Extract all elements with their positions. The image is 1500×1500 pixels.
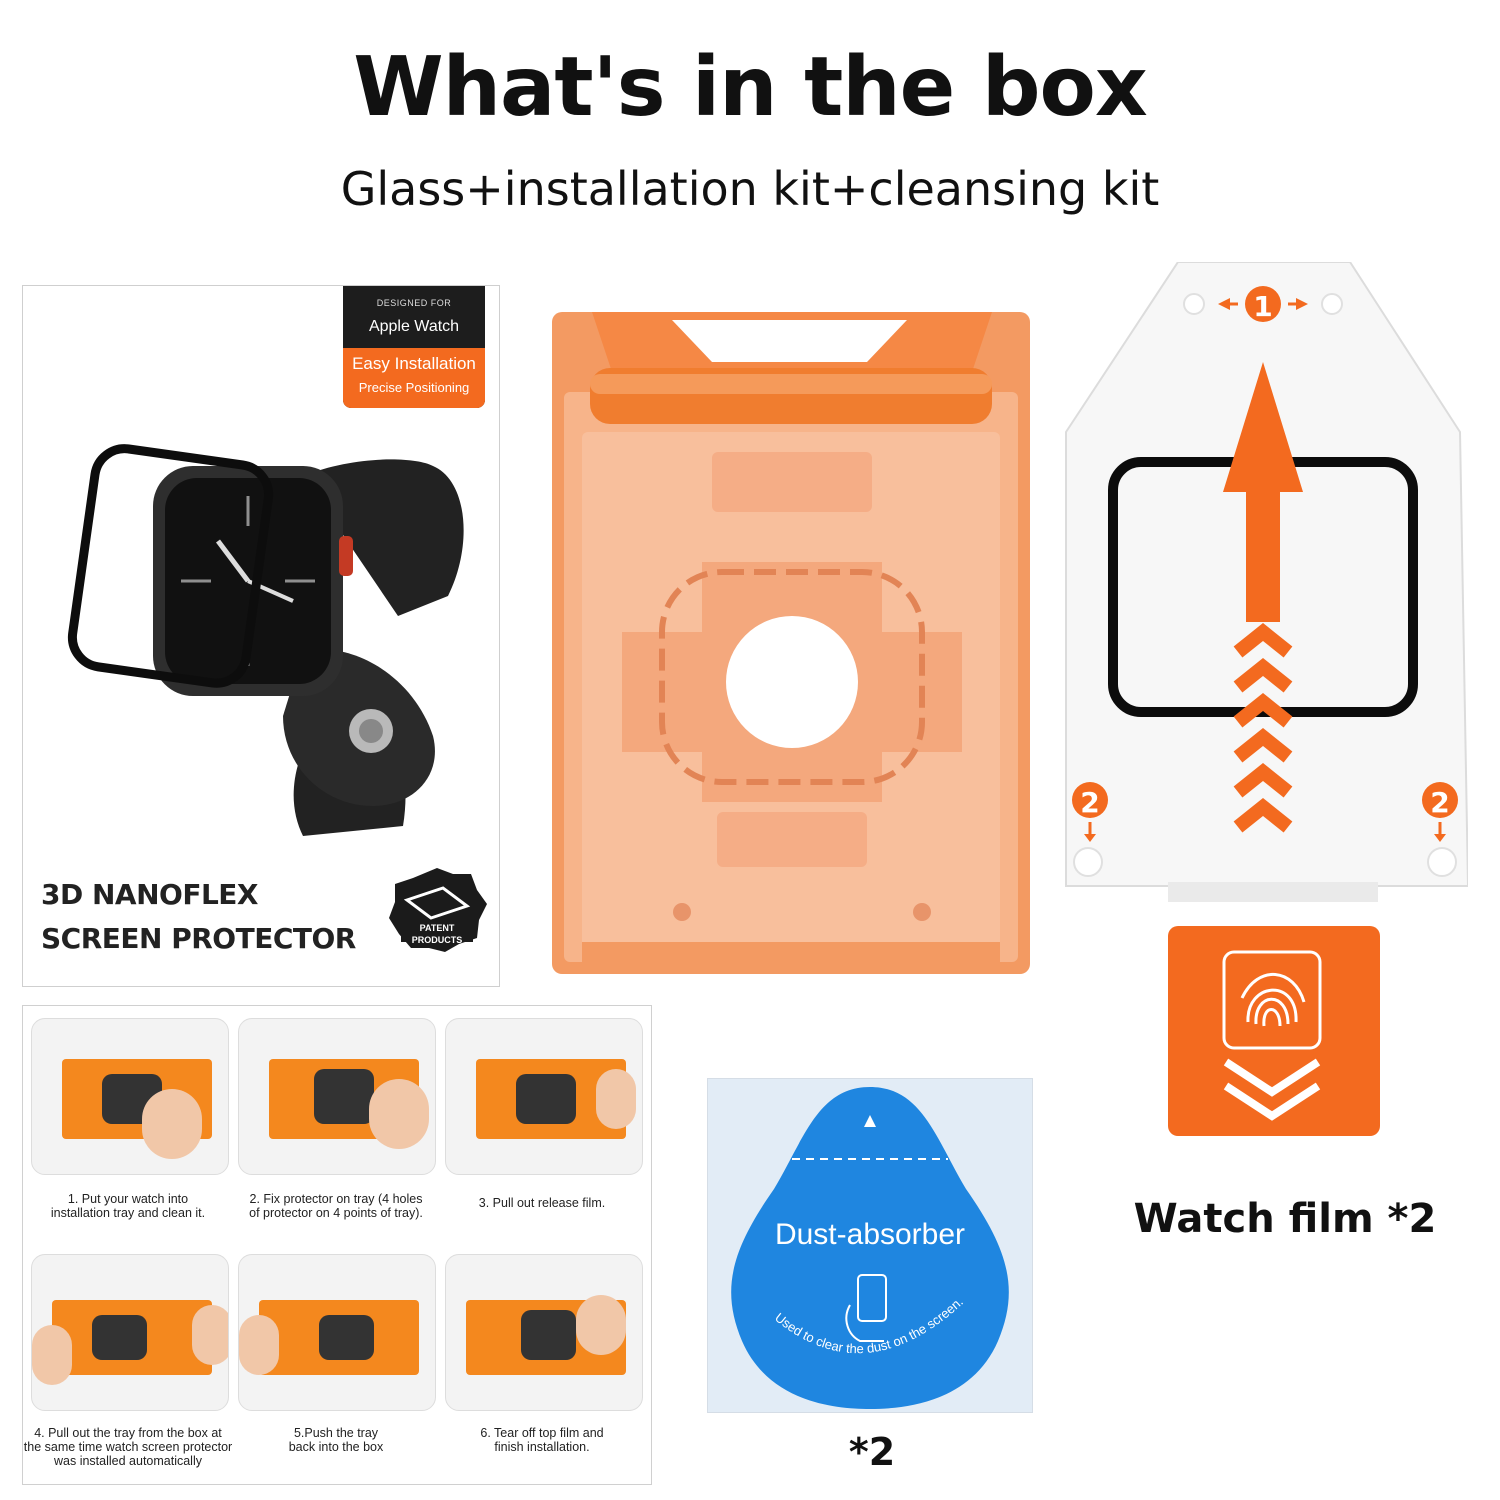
- film-step2-right-number: 2: [1430, 786, 1449, 819]
- film-step2-left-number: 2: [1080, 786, 1099, 819]
- film-step1-number: 1: [1253, 290, 1272, 323]
- instruction-step-6-image: [445, 1254, 643, 1411]
- instruction-step-3-caption: 3. Pull out release film.: [478, 1196, 606, 1210]
- instruction-step-4-image: [31, 1254, 229, 1411]
- easy-installation-band: Easy Installation Precise Positioning: [343, 348, 485, 408]
- page-subtitle: Glass+installation kit+cleansing kit: [340, 162, 1160, 216]
- instruction-step-5-image: [238, 1254, 436, 1411]
- watch-film-label: Watch film *2: [1133, 1196, 1437, 1242]
- dust-absorber-title: Dust-absorber: [775, 1218, 965, 1251]
- product-name-line1: 3D NANOFLEX: [41, 878, 259, 911]
- product-name-line2: SCREEN PROTECTOR: [41, 922, 356, 955]
- patent-seal-icon: [389, 868, 487, 952]
- fingerprint-icon: [1240, 972, 1306, 1027]
- instruction-step-3-image: [445, 1018, 643, 1175]
- triangle-icon: [864, 1115, 876, 1127]
- watch-with-protector-image: [67, 444, 464, 836]
- dust-absorber-sticker-card: Dust-absorber Used to clear the dust on …: [707, 1078, 1033, 1413]
- instruction-step-1-image: [31, 1018, 229, 1175]
- watch-film-image: 1 2 2: [1065, 262, 1468, 1136]
- dust-absorber-count: *2: [848, 1430, 896, 1474]
- designed-for-text: DESIGNED FOR: [376, 298, 452, 308]
- precise-positioning-text: Precise Positioning: [358, 380, 470, 395]
- easy-installation-text: Easy Installation: [352, 354, 476, 373]
- instruction-step-2-image: [238, 1018, 436, 1175]
- product-package: DESIGNED FOR Apple Watch Easy Installati…: [22, 285, 500, 987]
- installation-tray-image: [552, 312, 1030, 974]
- patent-text-line1: PATENT: [419, 923, 455, 933]
- patent-text-line2: PRODUCTS: [411, 935, 463, 945]
- page-title: What's in the box: [353, 40, 1148, 135]
- apple-watch-text: Apple Watch: [368, 318, 460, 335]
- dust-absorber-sticker: Dust-absorber Used to clear the dust on …: [731, 1087, 1009, 1409]
- hand-phone-icon: [845, 1274, 887, 1342]
- designed-for-badge: DESIGNED FOR Apple Watch Easy Installati…: [343, 286, 485, 408]
